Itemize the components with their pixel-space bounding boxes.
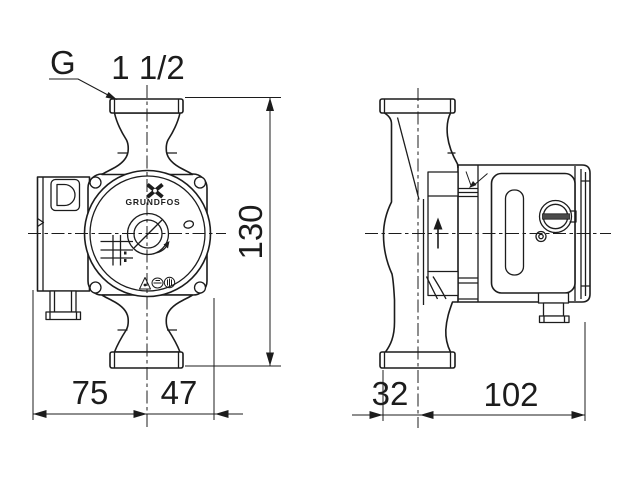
top-flange-front (109, 98, 184, 114)
gland-neck (542, 302, 565, 317)
bolt-hole (89, 176, 102, 189)
flow-direction-arrow (433, 217, 443, 249)
dim-arrow-right (369, 411, 383, 419)
rotation-arrow (155, 241, 170, 254)
pump-housing-profile (382, 112, 459, 353)
top-flange-lips (383, 99, 452, 113)
speed-columns (112, 235, 122, 266)
speed-lines (100, 240, 133, 259)
speed-mark (124, 259, 127, 262)
bolt-hole (193, 281, 207, 294)
leader-arrow-head (105, 92, 118, 100)
brand-label: GRUNDFOS (125, 197, 181, 207)
approval-marks (139, 276, 176, 290)
clamp-detail-arrow (465, 171, 488, 188)
bolt-hole (89, 281, 102, 294)
grundfos-logo-icon (146, 183, 164, 199)
nameplate-slot (504, 189, 525, 276)
flow-arrow-head (433, 217, 443, 230)
dim-arrow-left (215, 410, 229, 418)
gland-foot (538, 315, 570, 324)
dim-arrow-up (266, 97, 274, 111)
dim-height-label: 130 (232, 204, 269, 260)
clamp-band-ribs (458, 187, 478, 300)
terminal-box-notch (37, 217, 45, 228)
centerlines (28, 85, 611, 428)
dim-side-left-label: 32 (371, 375, 409, 412)
gland-shoulder (537, 292, 570, 304)
speed-setting-diagram (100, 235, 133, 266)
thread-letter-label: G (50, 44, 76, 81)
dim-arrow-right (571, 411, 585, 419)
dim-front-left-label: 75 (71, 374, 109, 411)
leader-line (49, 78, 115, 99)
logo-center-dot (153, 188, 157, 193)
bottom-flange-lips (113, 352, 180, 368)
vent-hole (183, 220, 195, 229)
dim-arrow-left (33, 410, 47, 418)
dim-arrow-down (266, 352, 274, 366)
top-flange-lips (113, 99, 180, 113)
bolt-hole (193, 176, 207, 189)
approval-mark-dot (143, 283, 147, 287)
vent-screw (538, 199, 577, 234)
clamp-detail-head (469, 181, 477, 188)
vent-screw-outer (538, 199, 573, 234)
extension-lines (32, 97, 586, 421)
small-screw-outer (535, 230, 547, 243)
vent-screw-slot (542, 213, 570, 220)
small-screw (535, 230, 547, 243)
thread-leader (49, 78, 118, 100)
cable-gland-front (45, 290, 82, 321)
approval-mark-oval-lines (153, 280, 162, 284)
small-screw-inner (538, 233, 544, 240)
housing-left-profile (382, 112, 396, 353)
pipe-right-lower-profile (444, 301, 458, 353)
rotation-arrow-head (163, 241, 170, 249)
dim-arrow-right (133, 410, 147, 418)
dim-front-right-label: 47 (160, 374, 198, 411)
gland-foot-lines (49, 312, 78, 320)
approval-mark-triangle-icon (139, 277, 151, 290)
upper-port-block (427, 171, 459, 197)
bottom-flange-lips (383, 352, 452, 368)
conduit-window-d-shape (56, 183, 76, 207)
approval-mark-oval-icon (151, 277, 164, 289)
bolt-holes (89, 176, 207, 294)
speed-mark (124, 251, 127, 255)
housing-cone-line (396, 117, 420, 200)
vent-screw-tab (569, 210, 577, 223)
thread-size-label: 1 1/2 (111, 49, 185, 86)
gland-foot (45, 311, 82, 321)
gland-neck-lines (53, 291, 73, 312)
gland-foot-lines (543, 316, 566, 323)
dimension-annotations (32, 78, 586, 421)
pipe-right-upper-profile (446, 112, 459, 169)
approval-mark-circle-lines (167, 278, 172, 287)
lower-port-block (427, 270, 459, 297)
conduit-window (50, 178, 81, 212)
volute-transition-curves (425, 276, 447, 300)
dim-arrow-left (420, 411, 434, 419)
dim-side-right-label: 102 (483, 376, 539, 413)
approval-mark-circle-icon (163, 276, 176, 289)
cable-gland-side (537, 292, 570, 324)
